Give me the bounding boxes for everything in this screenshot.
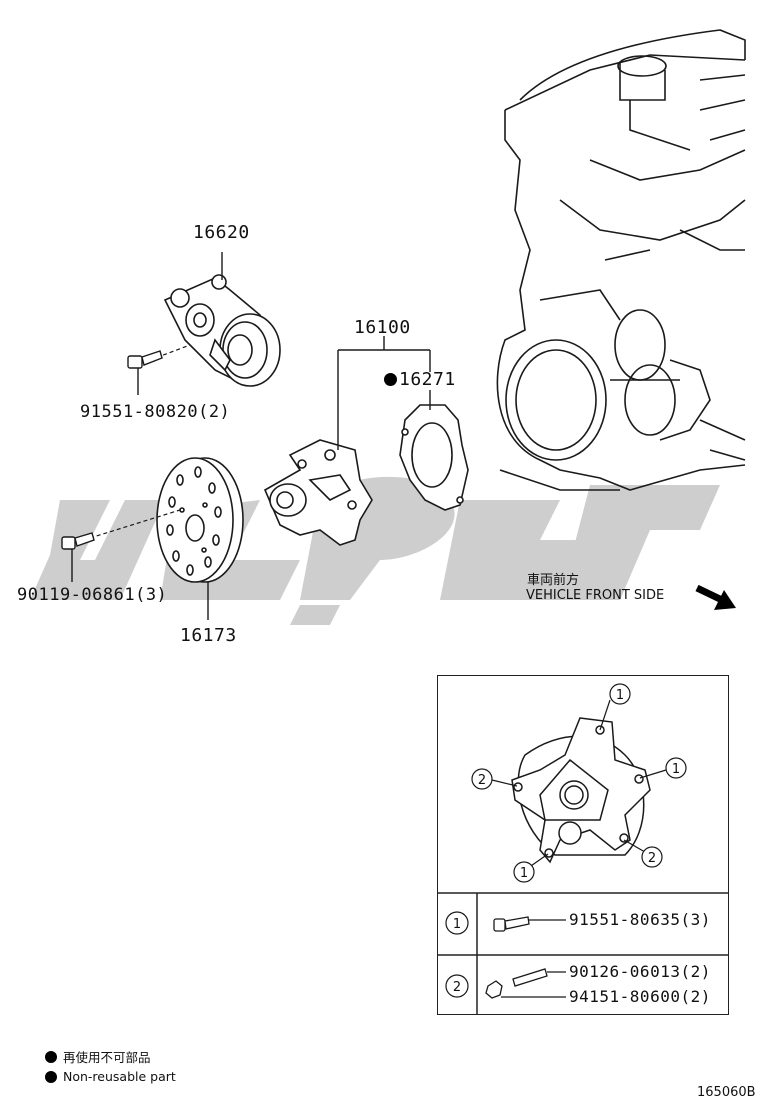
inset-table-grid — [437, 892, 729, 1015]
inset-row2-part-1: 90126-06013(2) — [569, 962, 711, 981]
marker-1-label: 1 — [616, 688, 624, 703]
legend-dot-icon — [45, 1070, 57, 1083]
marker-2-label: 2 — [478, 773, 486, 788]
row-marker-1: 1 — [453, 917, 461, 932]
marker-1-label: 1 — [520, 866, 528, 881]
marker-1-label: 1 — [672, 762, 680, 777]
legend-jp: 再使用不可部品 — [45, 1047, 151, 1066]
tensioner-assembly — [163, 274, 281, 387]
pulley-bolt-icon — [61, 532, 95, 550]
inset-bolt-icon — [493, 916, 530, 932]
non-reusable-dot-icon — [384, 373, 397, 386]
direction-label-en: VEHICLE FRONT SIDE — [526, 588, 665, 603]
label-pulley-bolt: 90119-06861(3) — [17, 585, 168, 605]
label-tensioner-bolt: 91551-80820(2) — [80, 402, 231, 422]
inset-row1-part: 91551-80635(3) — [569, 910, 711, 929]
gasket — [399, 404, 469, 511]
inset-nut-icon — [485, 980, 503, 999]
inset-row2-part-2: 94151-80600(2) — [569, 987, 711, 1006]
circled-markers — [445, 683, 687, 998]
label-gasket-number: 16271 — [399, 369, 456, 390]
pump-pulley — [156, 457, 244, 583]
label-water-pump: 16100 — [354, 317, 411, 338]
legend-en: Non-reusable part — [45, 1069, 176, 1084]
inset-panel — [437, 675, 729, 1015]
label-gasket: 16271 — [384, 369, 456, 390]
label-tensioner: 16620 — [193, 222, 250, 243]
inset-stud-icon — [512, 968, 548, 987]
legend-dot-icon — [45, 1050, 57, 1063]
figure-id: 165060B — [697, 1085, 756, 1100]
row-marker-2: 2 — [453, 980, 461, 995]
tensioner-bolt-icon — [127, 350, 163, 369]
engine-block — [496, 29, 746, 491]
legend-en-text: Non-reusable part — [63, 1069, 176, 1084]
front-direction-arrow-icon — [695, 584, 736, 610]
legend-jp-text: 再使用不可部品 — [63, 1050, 151, 1065]
water-pump — [263, 439, 373, 546]
marker-2-label: 2 — [648, 851, 656, 866]
direction-label-jp: 車両前方 — [527, 573, 580, 588]
label-pump-pulley: 16173 — [180, 625, 237, 646]
